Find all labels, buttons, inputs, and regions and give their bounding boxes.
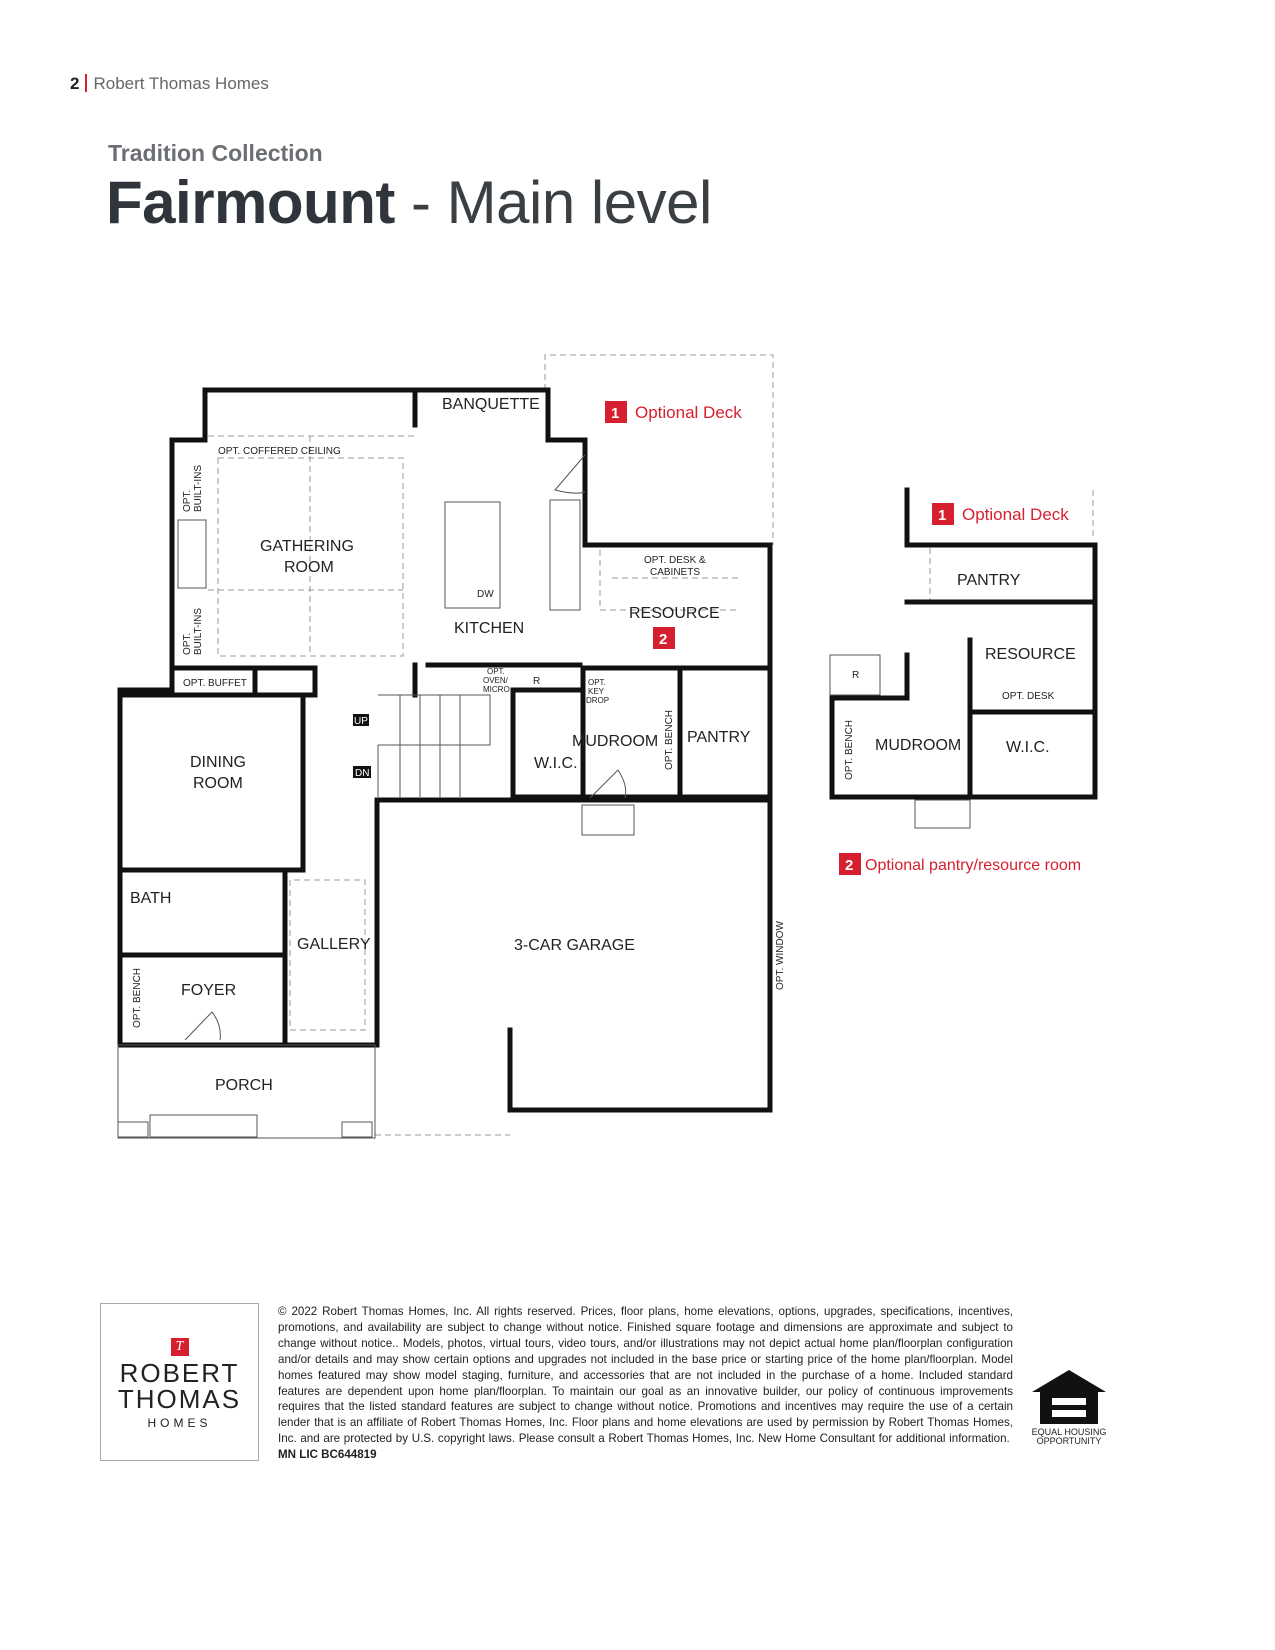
model-name: Fairmount bbox=[106, 169, 395, 236]
label-bath: BATH bbox=[130, 890, 171, 907]
label-coffered: OPT. COFFERED CEILING bbox=[218, 446, 341, 457]
label-key2: KEY bbox=[588, 687, 605, 696]
legal-text: © 2022 Robert Thomas Homes, Inc. All rig… bbox=[278, 1305, 1013, 1446]
label-dining: DINING bbox=[190, 754, 246, 771]
label-window: OPT. WINDOW bbox=[775, 921, 786, 990]
label-key3: DROP bbox=[586, 696, 609, 705]
label-gathering-room: ROOM bbox=[284, 559, 334, 576]
pantry-option-badge bbox=[839, 853, 861, 875]
resource-badge-number: 2 bbox=[659, 631, 667, 648]
equal-housing-icon bbox=[1032, 1370, 1106, 1424]
label-resource: RESOURCE bbox=[629, 605, 720, 622]
title-separator: - bbox=[394, 169, 447, 236]
label-builtins2: BUILT-INS bbox=[193, 465, 204, 512]
resource-badge bbox=[653, 627, 675, 649]
deck-badge-number: 1 bbox=[611, 405, 619, 422]
inset-wic: W.I.C. bbox=[1006, 739, 1050, 756]
robert-thomas-logo: T ROBERT THOMAS HOMES bbox=[100, 1303, 259, 1461]
label-cabinets: CABINETS bbox=[650, 567, 700, 578]
label-dining-room: ROOM bbox=[193, 775, 243, 792]
label-dn: DN bbox=[355, 768, 369, 779]
label-oven2: OVEN/ bbox=[483, 676, 509, 685]
eho-line1: EQUAL HOUSING bbox=[1031, 1427, 1107, 1437]
inset-pantry: PANTRY bbox=[957, 572, 1021, 589]
inset-desk: OPT. DESK bbox=[1002, 691, 1055, 702]
page-number: 2 bbox=[70, 74, 80, 93]
label-buffet: OPT. BUFFET bbox=[183, 678, 247, 689]
pantry-option-label: Optional pantry/resource room bbox=[865, 857, 1081, 874]
inset-bench: OPT. BENCH bbox=[844, 720, 855, 780]
logo-line1: ROBERT bbox=[119, 1358, 240, 1388]
eho-line2: OPPORTUNITY bbox=[1036, 1436, 1102, 1446]
equal-housing-logo: EQUAL HOUSING OPPORTUNITY bbox=[1030, 1368, 1108, 1446]
license-number: MN LIC BC644819 bbox=[278, 1448, 377, 1462]
label-banquette: BANQUETTE bbox=[442, 396, 540, 413]
label-bench: OPT. BENCH bbox=[664, 710, 675, 770]
label-fridge: R bbox=[533, 676, 540, 687]
brand-name: Robert Thomas Homes bbox=[93, 74, 269, 93]
logo-line2: THOMAS bbox=[117, 1384, 242, 1414]
pantry-option-number: 2 bbox=[845, 857, 853, 874]
collection-name: Tradition Collection bbox=[108, 140, 323, 166]
label-up: UP bbox=[354, 716, 368, 727]
label-dw: DW bbox=[477, 589, 494, 600]
label-kitchen: KITCHEN bbox=[454, 620, 524, 637]
label-builtins-lower: OPT. bbox=[182, 633, 193, 655]
legal-disclaimer: © 2022 Robert Thomas Homes, Inc. All rig… bbox=[278, 1304, 1013, 1463]
deck-badge bbox=[605, 401, 627, 423]
logo-mark-icon: T bbox=[170, 1338, 189, 1356]
inset-resource: RESOURCE bbox=[985, 646, 1076, 663]
room-labels: BANQUETTE OPT. COFFERED CEILING GATHERIN… bbox=[130, 396, 786, 1094]
optional-deck-label: Optional Deck bbox=[635, 403, 742, 422]
inset-labels: PANTRY RESOURCE OPT. DESK R OPT. BENCH M… bbox=[844, 572, 1076, 780]
logo-line3: HOMES bbox=[147, 1416, 212, 1430]
label-builtins-lower2: BUILT-INS bbox=[193, 608, 204, 655]
label-garage: 3-CAR GARAGE bbox=[514, 937, 635, 954]
label-oven: OPT. bbox=[487, 667, 505, 676]
label-gallery: GALLERY bbox=[297, 936, 371, 953]
label-builtins: OPT. bbox=[182, 490, 193, 512]
inset-optional-deck-label: Optional Deck bbox=[962, 505, 1069, 524]
label-key: OPT. bbox=[588, 678, 606, 687]
label-mudroom: MUDROOM bbox=[572, 733, 658, 750]
inset-fridge: R bbox=[852, 670, 859, 681]
label-pantry: PANTRY bbox=[687, 729, 751, 746]
label-desk: OPT. DESK & bbox=[644, 555, 706, 566]
inset-deck-badge bbox=[932, 503, 954, 525]
label-foyer-bench: OPT. BENCH bbox=[132, 968, 143, 1028]
page-header: 2 Robert Thomas Homes bbox=[70, 74, 269, 94]
label-oven3: MICRO bbox=[483, 685, 510, 694]
label-gathering: GATHERING bbox=[260, 538, 354, 555]
inset-deck-badge-number: 1 bbox=[938, 507, 946, 524]
level-name: Main level bbox=[446, 169, 713, 236]
inset-mudroom: MUDROOM bbox=[875, 737, 961, 754]
label-foyer: FOYER bbox=[181, 982, 236, 999]
divider bbox=[85, 74, 88, 92]
label-wic: W.I.C. bbox=[534, 755, 578, 772]
page-title: Fairmount - Main level bbox=[106, 168, 712, 237]
label-porch: PORCH bbox=[215, 1077, 273, 1094]
